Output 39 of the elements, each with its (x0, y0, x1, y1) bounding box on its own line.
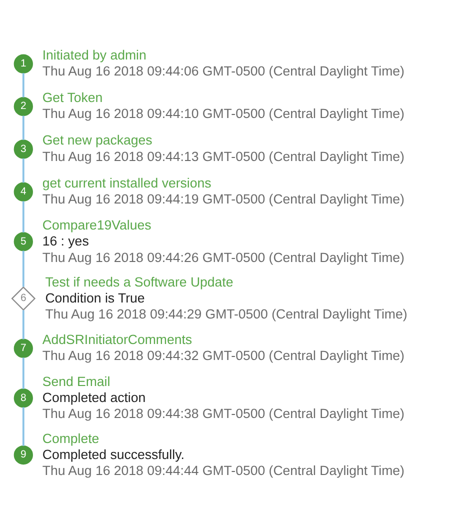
node-circle: 4 (14, 182, 33, 202)
node-label: Test if needs a Software Update (45, 274, 234, 290)
node-circle: 2 (14, 96, 33, 116)
node-circle: 1 (14, 54, 33, 74)
node-label: Thu Aug 16 2018 09:44:26 GMT-0500 (Central Daylight Time) (42, 250, 404, 265)
node-label: Initiated by admin (42, 47, 146, 62)
node-label: Thu Aug 16 2018 09:44:10 GMT-0500 (Central Daylight Time) (42, 106, 404, 122)
connector (22, 250, 24, 287)
node-label: Send Email (42, 374, 110, 389)
node-label: Condition is True (45, 290, 145, 306)
connector (22, 116, 24, 140)
node-label: 16 : yes (42, 234, 89, 249)
node-label: Thu Aug 16 2018 09:44:32 GMT-0500 (Central Daylight Time) (42, 348, 404, 363)
node-label: Thu Aug 16 2018 09:44:13 GMT-0500 (Central Daylight Time) (42, 148, 404, 164)
node-label: Completed successfully. (42, 447, 184, 462)
node-label: Get Token (42, 90, 103, 105)
node-label: Compare19Values (42, 218, 152, 233)
node-label: get current installed versions (42, 175, 212, 190)
node-circle: 7 (14, 338, 33, 358)
connector (22, 201, 24, 232)
node-label: Thu Aug 16 2018 09:44:19 GMT-0500 (Central Daylight Time) (42, 191, 404, 206)
node-circle: 5 (14, 232, 33, 252)
connector (22, 310, 24, 340)
node-circle: 9 (14, 445, 33, 465)
node-circle: 8 (14, 388, 33, 408)
node-label: Complete (42, 430, 100, 446)
node-label: AddSRInitiatorComments (42, 332, 192, 347)
node-label: Thu Aug 16 2018 09:44:06 GMT-0500 (Central Daylight Time) (42, 63, 404, 78)
node-diamond: 6 (11, 286, 36, 311)
node-label: Get new packages (42, 132, 152, 148)
node-label: Thu Aug 16 2018 09:44:44 GMT-0500 (Central Daylight Time) (42, 463, 404, 478)
node-circle: 3 (14, 140, 33, 159)
connector (22, 358, 24, 389)
node-label: Thu Aug 16 2018 09:44:29 GMT-0500 (Central Daylight Time) (45, 306, 408, 322)
node-label: Completed action (42, 390, 146, 406)
node-label: Thu Aug 16 2018 09:44:38 GMT-0500 (Central Daylight Time) (42, 406, 404, 422)
connector (22, 73, 24, 98)
connector (22, 158, 24, 183)
connector (22, 407, 24, 446)
